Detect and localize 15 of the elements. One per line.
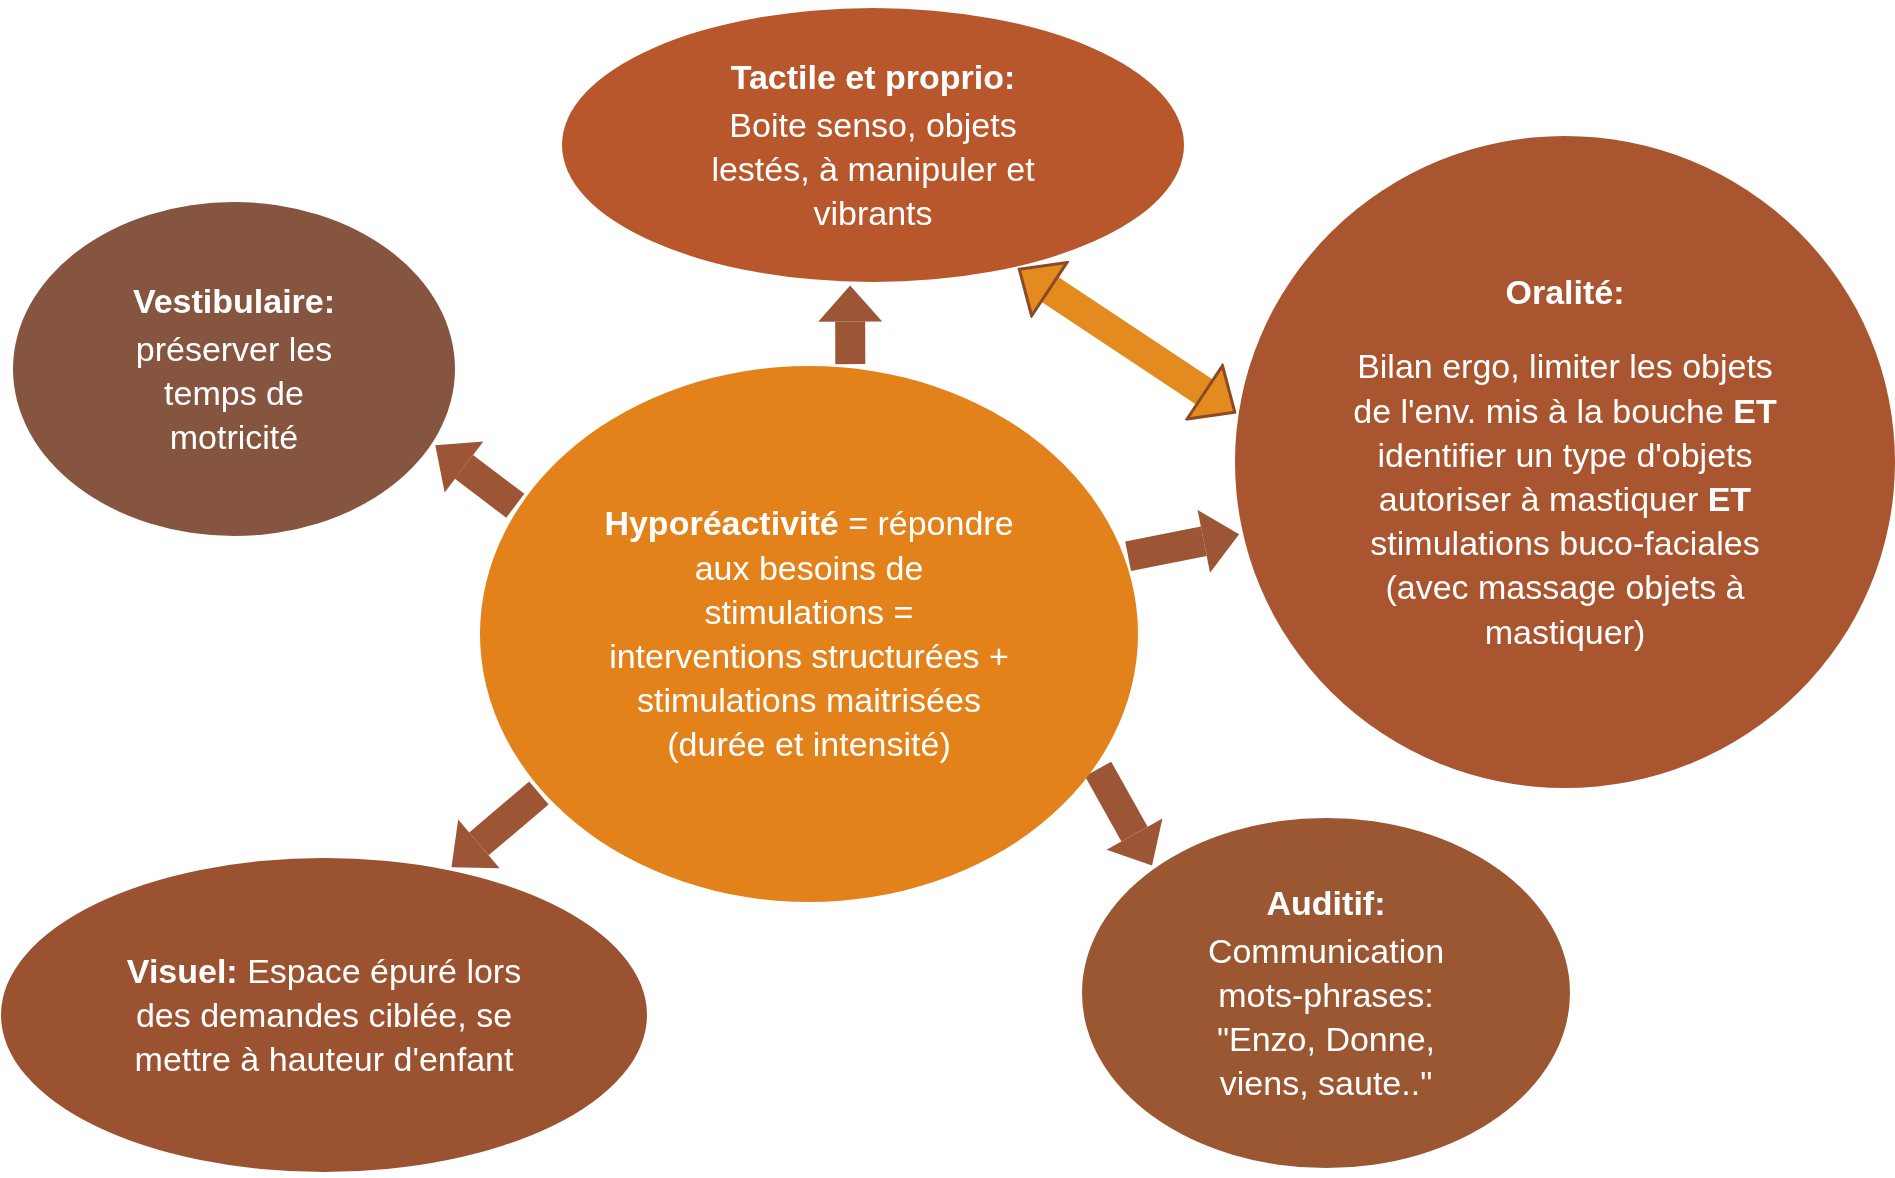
node-text: Visuel: Espace épuré lors des demandes ciblée, se mettre à hauteur d'enfant: [125, 950, 523, 1081]
node-text: Boite senso, objets lestés, à manipuler et vibrants: [710, 104, 1036, 235]
node-text: préserver les temps de motricité: [134, 328, 334, 459]
node-heading: Oralité:: [1504, 272, 1626, 314]
block-arrow: [451, 781, 549, 869]
node-text: Communication mots-phrases: "Enzo, Donne, viens, saute..": [1206, 930, 1446, 1105]
double-block-arrow: [1017, 260, 1237, 421]
block-arrow: [435, 441, 525, 518]
node-text: Hyporéactivité = répondre aux besoins de stimulations = interventions structurées + stimulations maitrisées (durée et intensité): [604, 503, 1014, 766]
node-heading: Tactile et proprio:: [729, 56, 1017, 98]
node-heading: Auditif:: [1265, 882, 1387, 924]
block-arrow: [818, 285, 883, 365]
node-text: Bilan ergo, limiter les objets de l'env. mis à la bouche ET identifier un type d'objets autoriser à mastiquer ET stimulations buco-faciales (avec massage objets à mastiquer): [1352, 346, 1778, 653]
node-heading: Vestibulaire:: [131, 280, 337, 322]
block-arrow: [1125, 509, 1240, 573]
